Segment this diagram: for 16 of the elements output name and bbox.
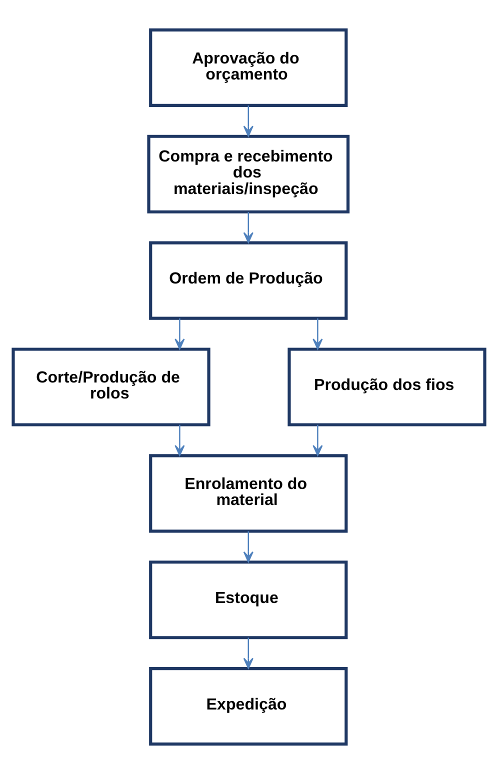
node-box: Ordem de Produção	[149, 241, 348, 320]
arrow	[174, 424, 185, 456]
node-box: Corte/Produção de rolos	[12, 348, 210, 426]
node-box: Enrolamento do material	[149, 454, 348, 533]
arrow	[312, 424, 323, 456]
arrow	[174, 318, 185, 350]
arrow	[243, 212, 254, 244]
node-box: Expedição	[149, 667, 348, 746]
arrow	[243, 531, 254, 562]
node-box: Aprovação do orçamento	[149, 28, 348, 107]
arrow	[243, 106, 254, 137]
arrow	[312, 318, 323, 350]
arrow	[243, 638, 254, 669]
node-box: Estoque	[149, 560, 348, 640]
node-box: Produção dos fios	[288, 348, 486, 426]
node-box: Compra e recebimento dos materiais/inspeção	[147, 134, 350, 214]
